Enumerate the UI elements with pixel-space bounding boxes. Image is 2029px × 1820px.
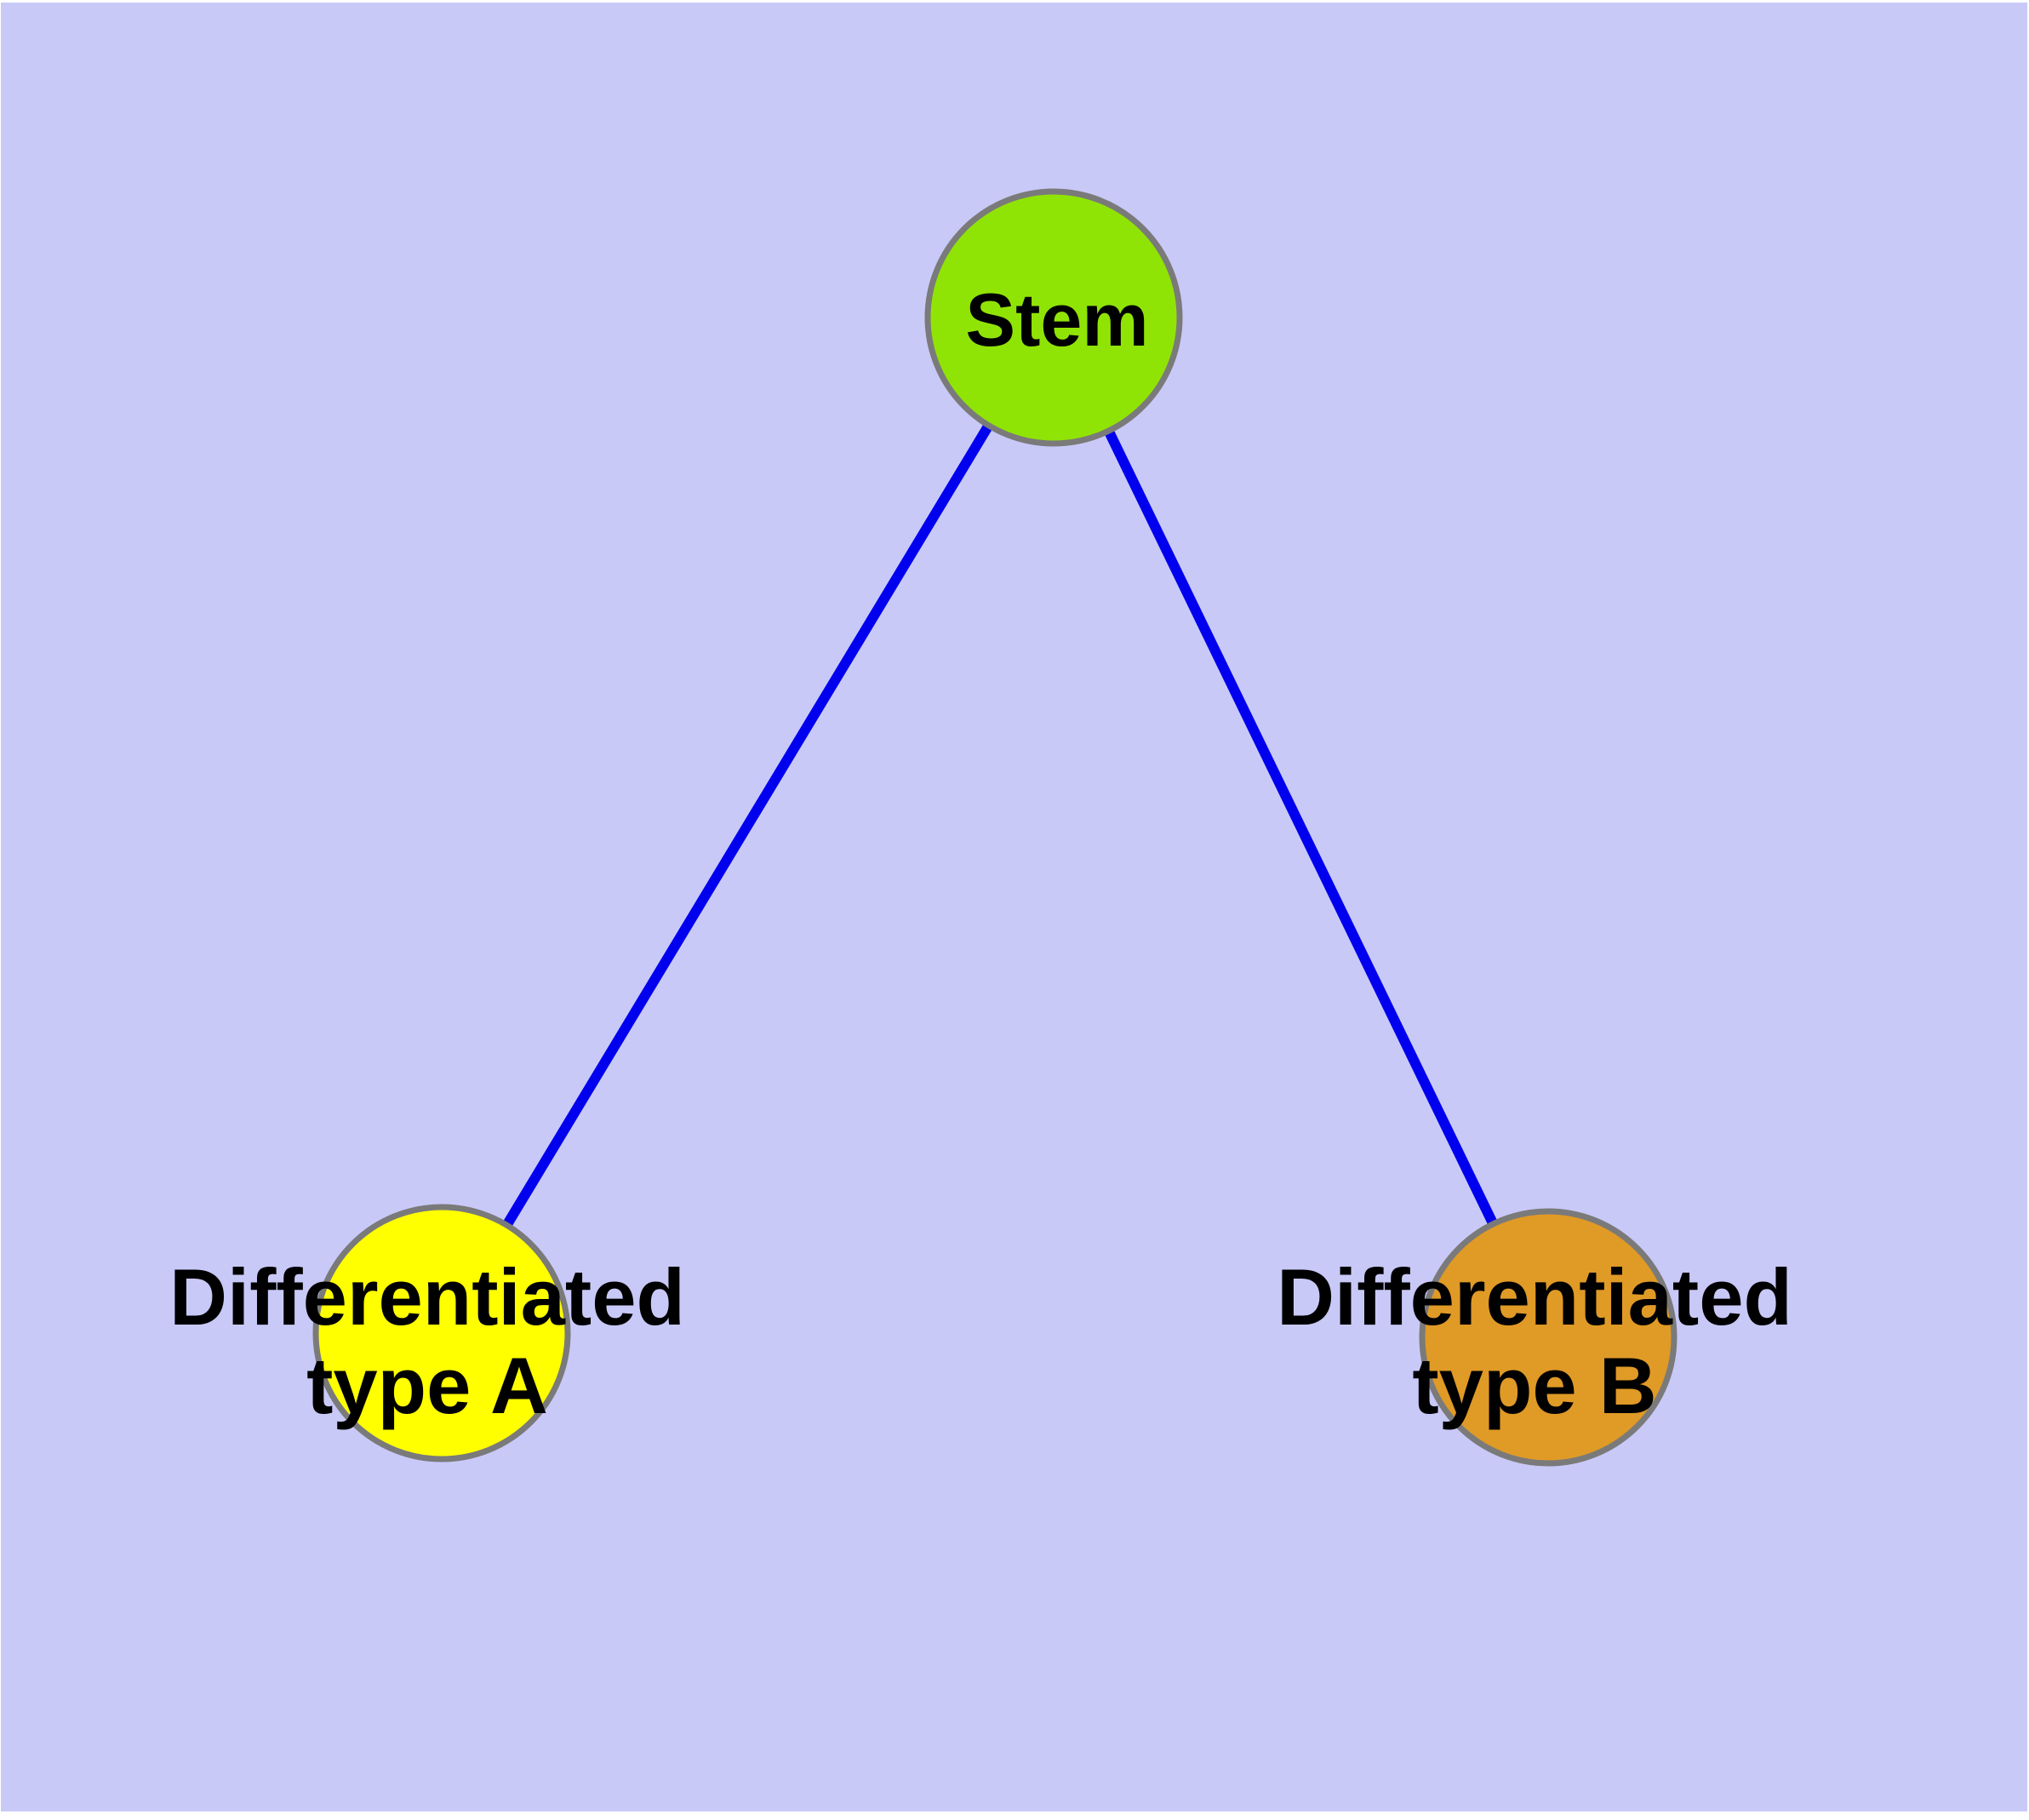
type-b-node-label-line-1: Differentiated bbox=[1277, 1252, 1792, 1342]
type-b-node-label-line-2: type B bbox=[1412, 1341, 1656, 1430]
stem-node[interactable] bbox=[924, 188, 1183, 447]
edge-stem-to-type-a bbox=[437, 314, 1059, 1336]
differentiated-type-b-node[interactable] bbox=[1419, 1208, 1677, 1467]
type-a-node-label-line-1: Differentiated bbox=[169, 1252, 685, 1342]
stem-node-label: Stem bbox=[965, 278, 1148, 362]
type-a-node-label-line-2: type A bbox=[306, 1341, 548, 1430]
edge-stem-to-type-b bbox=[1049, 315, 1553, 1340]
differentiated-type-a-node[interactable] bbox=[312, 1204, 571, 1462]
